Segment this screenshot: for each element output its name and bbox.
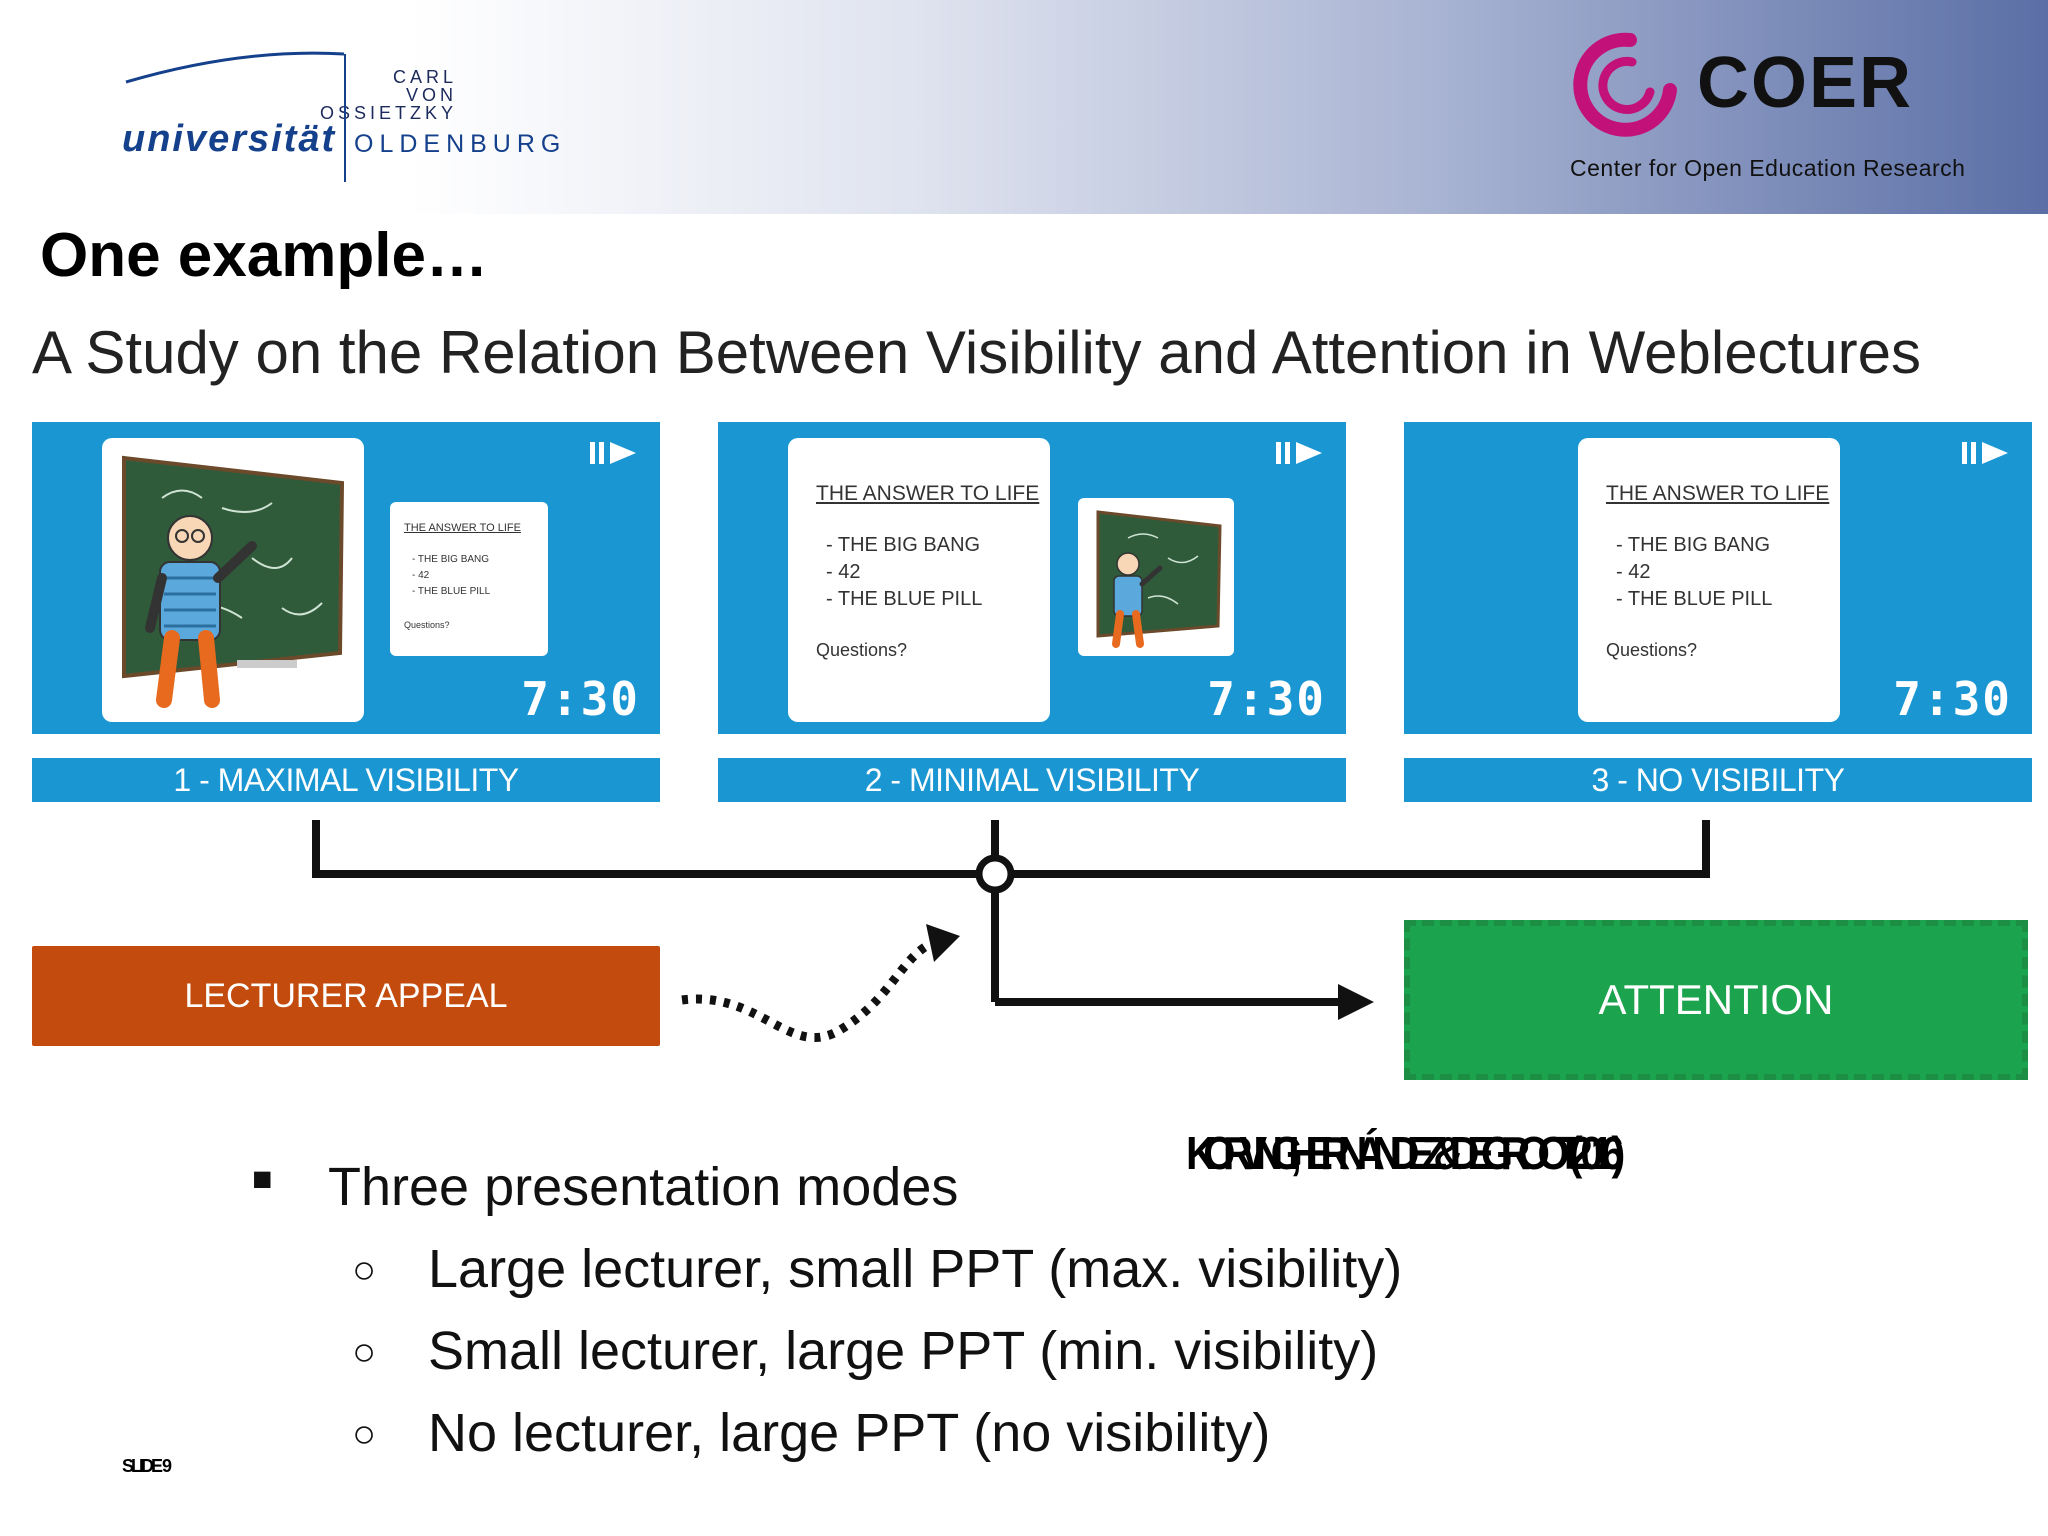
ppt-card-title: THE ANSWER TO LIFE xyxy=(1606,482,1830,505)
small-lecturer-card xyxy=(1078,498,1234,656)
ppt-card-footer: Questions? xyxy=(1606,640,1698,660)
label-max-visibility: 1 - MAXIMAL VISIBILITY xyxy=(32,758,660,802)
coer-swirl-icon xyxy=(1573,32,1677,137)
small-lecturer-illustration xyxy=(1096,510,1222,648)
large-ppt-card: THE ANSWER TO LIFE - THE BIG BANG - 42 -… xyxy=(1578,438,1840,722)
video-panel-max-visibility: THE ANSWER TO LIFE - THE BIG BANG - 42 -… xyxy=(32,422,660,734)
moderator-node xyxy=(975,854,1015,894)
university-logo: CARL VON OSSIETZKY universität OLDENBURG xyxy=(122,50,572,190)
video-timer: 7:30 xyxy=(1207,672,1326,726)
bullet-circle-icon: ○ xyxy=(352,1412,377,1456)
slide-title: One example… xyxy=(40,221,488,290)
university-small-lines: CARL VON OSSIETZKY xyxy=(262,68,457,122)
play-icon xyxy=(1276,442,1322,464)
slide-number: SLIDE 9 xyxy=(122,1456,172,1476)
lecturer-card xyxy=(102,438,364,722)
attention-arrowhead xyxy=(1338,984,1374,1020)
play-icon xyxy=(1962,442,2008,464)
attention-box: ATTENTION xyxy=(1404,920,2028,1080)
logo-arc xyxy=(125,51,345,84)
ppt-card-footer: Questions? xyxy=(404,620,450,630)
video-panel-no-visibility: THE ANSWER TO LIFE - THE BIG BANG - 42 -… xyxy=(1404,422,2032,734)
bullet-sub-1: Large lecturer, small PPT (max. visibili… xyxy=(428,1239,1403,1299)
ppt-card-title: THE ANSWER TO LIFE xyxy=(816,482,1040,505)
label-min-visibility: 2 - MINIMAL VISIBILITY xyxy=(718,758,1346,802)
ppt-card-item: - THE BLUE PILL xyxy=(412,586,491,597)
ppt-card-title: THE ANSWER TO LIFE xyxy=(404,522,521,534)
ppt-card-item: - 42 xyxy=(1616,561,1651,583)
bullet-sub-3: No lecturer, large PPT (no visibility) xyxy=(428,1403,1271,1463)
lecturer-appeal-box: LECTURER APPEAL xyxy=(32,946,660,1046)
video-panel-min-visibility: THE ANSWER TO LIFE - THE BIG BANG - 42 -… xyxy=(718,422,1346,734)
university-name: universität xyxy=(122,118,337,160)
play-icon xyxy=(590,442,636,464)
bullet-sub-2: Small lecturer, large PPT (min. visibili… xyxy=(428,1321,1379,1381)
coer-subtitle: Center for Open Education Research xyxy=(1570,155,1966,181)
bullet-circle-icon: ○ xyxy=(352,1330,377,1374)
dotted-appeal-arrow xyxy=(681,940,933,1042)
large-ppt-card: THE ANSWER TO LIFE - THE BIG BANG - 42 -… xyxy=(788,438,1050,722)
ppt-card-item: - 42 xyxy=(826,561,861,583)
bullet-main: Three presentation modes xyxy=(328,1157,959,1217)
ppt-card-footer: Questions? xyxy=(816,640,908,660)
logo-divider xyxy=(344,54,346,182)
header-band xyxy=(0,0,2048,214)
ppt-card-item: - THE BLUE PILL xyxy=(1616,588,1773,610)
ppt-card-item: - THE BIG BANG xyxy=(412,554,490,565)
bullet-circle-icon: ○ xyxy=(352,1248,377,1292)
dotted-arrowhead xyxy=(926,924,960,962)
study-title: A Study on the Relation Between Visibili… xyxy=(32,319,1921,386)
coer-wordmark: COER xyxy=(1697,43,1914,123)
bullet-square-icon: ■ xyxy=(252,1160,273,1198)
label-no-visibility: 3 - NO VISIBILITY xyxy=(1404,758,2032,802)
ppt-card-item: - THE BLUE PILL xyxy=(826,588,983,610)
uni-line-1: CARL xyxy=(392,67,457,87)
coer-logo: COER Center for Open Education Research xyxy=(1570,30,2000,190)
ppt-card-item: - THE BIG BANG xyxy=(1616,534,1771,556)
video-timer: 7:30 xyxy=(1893,672,2012,726)
lecturer-at-blackboard-illustration xyxy=(122,455,345,708)
ppt-card-item: - THE BIG BANG xyxy=(826,534,981,556)
ppt-card-item: - 42 xyxy=(412,570,430,581)
video-timer: 7:30 xyxy=(521,672,640,726)
university-city: OLDENBURG xyxy=(354,130,567,158)
citation: KORVING, HERNÁNDEZ & DE GROOT (2016) xyxy=(1186,1127,1625,1179)
uni-line-3: OSSIETZKY xyxy=(319,103,457,123)
small-ppt-card: THE ANSWER TO LIFE - THE BIG BANG - 42 -… xyxy=(390,502,548,656)
uni-line-2: VON xyxy=(405,85,457,105)
